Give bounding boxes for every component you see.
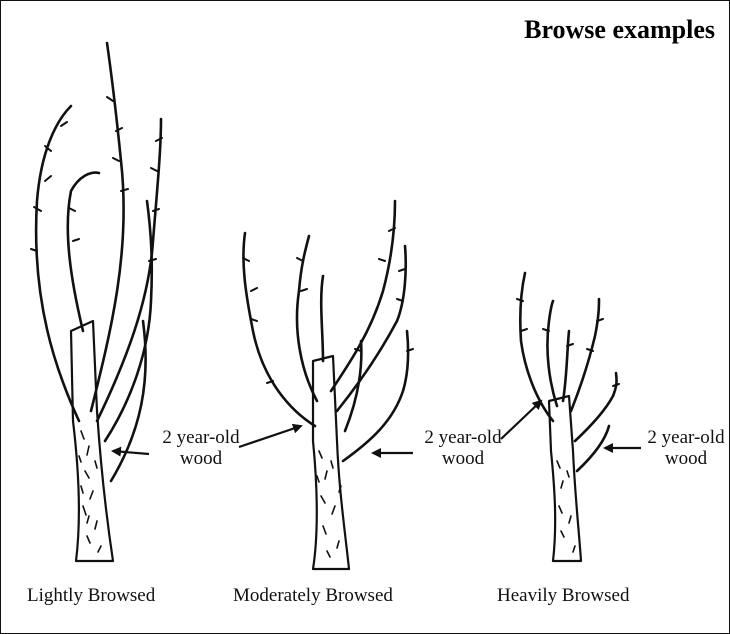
heavily-browsed-shrub-icon	[517, 273, 619, 561]
caption-moderately-browsed: Moderately Browsed	[233, 585, 393, 607]
caption-lightly-browsed: Lightly Browsed	[27, 585, 155, 607]
caption-heavily-browsed: Heavily Browsed	[497, 585, 629, 607]
moderately-browsed-shrub-icon	[243, 201, 413, 569]
lightly-browsed-shrub-icon	[31, 43, 162, 561]
